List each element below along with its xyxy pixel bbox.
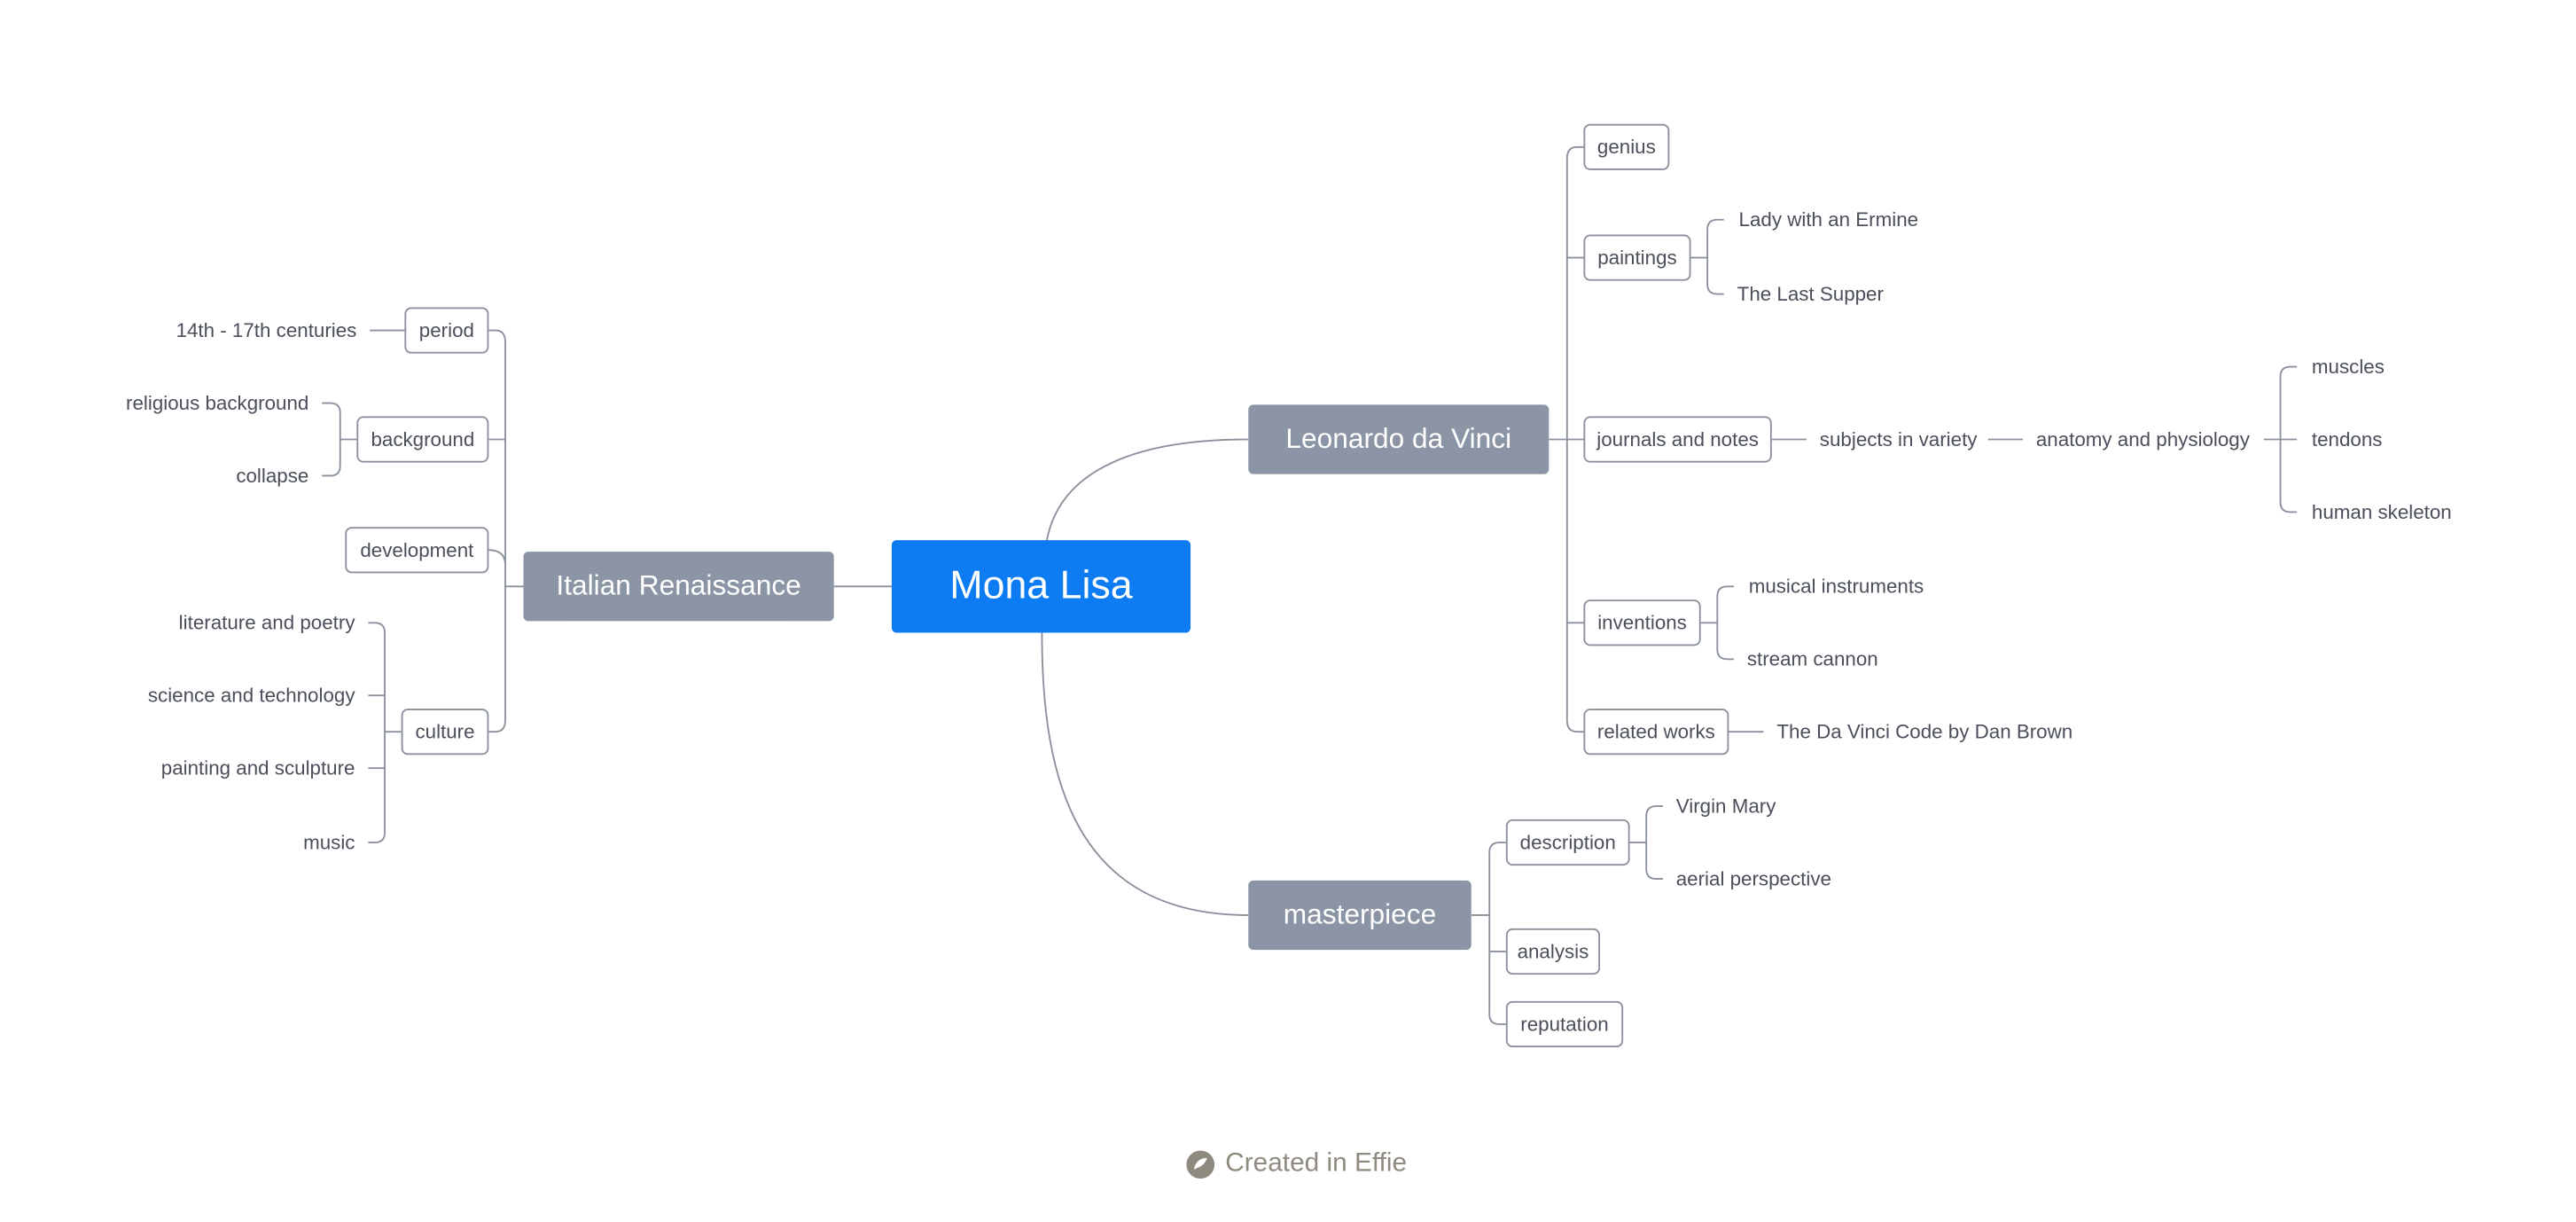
link-leonardo-related — [1565, 720, 1584, 733]
link-root-leonardo — [1046, 438, 1249, 541]
link-italian-development — [488, 549, 506, 566]
link-description-bracket — [1629, 805, 1663, 880]
node-inventions[interactable]: inventions — [1583, 599, 1701, 646]
node-background[interactable]: background — [356, 416, 489, 463]
leaf-painting-sculpture[interactable]: painting and sculpture — [160, 756, 355, 780]
branch-italian-renaissance[interactable]: Italian Renaissance — [523, 552, 834, 622]
leaf-lady-with-ermine[interactable]: Lady with an Ermine — [1738, 208, 1919, 231]
link-background-bracket — [322, 402, 357, 477]
leaf-period-centuries[interactable]: 14th - 17th centuries — [176, 318, 357, 342]
branch-masterpiece[interactable]: masterpiece — [1248, 880, 1471, 951]
leaf-science-technology[interactable]: science and technology — [147, 684, 355, 708]
link-inventions-bracket — [1700, 585, 1734, 661]
node-analysis[interactable]: analysis — [1505, 928, 1601, 975]
leaf-literature-poetry[interactable]: literature and poetry — [178, 611, 355, 635]
link-italian-spine — [504, 341, 524, 721]
leaf-religious-background[interactable]: religious background — [126, 391, 309, 415]
footer-credit[interactable]: Created in Effie — [1185, 1145, 1407, 1185]
node-reputation[interactable]: reputation — [1505, 1000, 1624, 1048]
leaf-anatomy-physiology[interactable]: anatomy and physiology — [2035, 427, 2250, 451]
leaf-stream-cannon[interactable]: stream cannon — [1746, 647, 1878, 671]
node-paintings[interactable]: paintings — [1583, 234, 1691, 281]
leaf-virgin-mary[interactable]: Virgin Mary — [1675, 795, 1776, 819]
link-masterpiece-reputation — [1488, 1014, 1506, 1025]
link-anatomy-bracket — [2263, 365, 2298, 513]
leaf-last-supper[interactable]: The Last Supper — [1737, 282, 1884, 306]
node-period[interactable]: period — [404, 307, 489, 354]
link-masterpiece-spine — [1471, 852, 1491, 1014]
leaf-muscles[interactable]: muscles — [2311, 355, 2385, 379]
footer-text: Created in Effie — [1225, 1149, 1408, 1179]
node-related-works[interactable]: related works — [1583, 709, 1729, 756]
node-culture[interactable]: culture — [401, 709, 489, 756]
leaf-collapse[interactable]: collapse — [236, 464, 309, 488]
leaf-human-skeleton[interactable]: human skeleton — [2311, 500, 2452, 524]
leaf-aerial-perspective[interactable]: aerial perspective — [1675, 866, 1831, 891]
link-leonardo-spine — [1549, 158, 1568, 721]
leaf-subjects-in-variety[interactable]: subjects in variety — [1819, 427, 1978, 451]
link-masterpiece-description — [1488, 842, 1506, 853]
leaf-da-vinci-code[interactable]: The Da Vinci Code by Dan Brown — [1776, 720, 2073, 744]
leaf-tendons[interactable]: tendons — [2311, 427, 2383, 451]
link-root-masterpiece — [1041, 632, 1249, 916]
node-journals-notes[interactable]: journals and notes — [1583, 416, 1772, 463]
link-culture-bracket — [368, 622, 402, 843]
leaf-musical-instruments[interactable]: musical instruments — [1748, 575, 1924, 599]
leaf-music[interactable]: music — [303, 830, 355, 855]
node-genius[interactable]: genius — [1583, 123, 1670, 170]
effie-logo-icon — [1185, 1150, 1215, 1180]
link-leonardo-genius — [1565, 145, 1584, 159]
node-description[interactable]: description — [1505, 819, 1630, 866]
link-paintings-bracket — [1690, 218, 1724, 295]
branch-leonardo-da-vinci[interactable]: Leonardo da Vinci — [1248, 404, 1550, 474]
node-development[interactable]: development — [345, 527, 489, 574]
link-italian-period — [488, 329, 506, 342]
link-italian-culture — [488, 720, 506, 733]
root-node[interactable]: Mona Lisa — [891, 540, 1191, 633]
